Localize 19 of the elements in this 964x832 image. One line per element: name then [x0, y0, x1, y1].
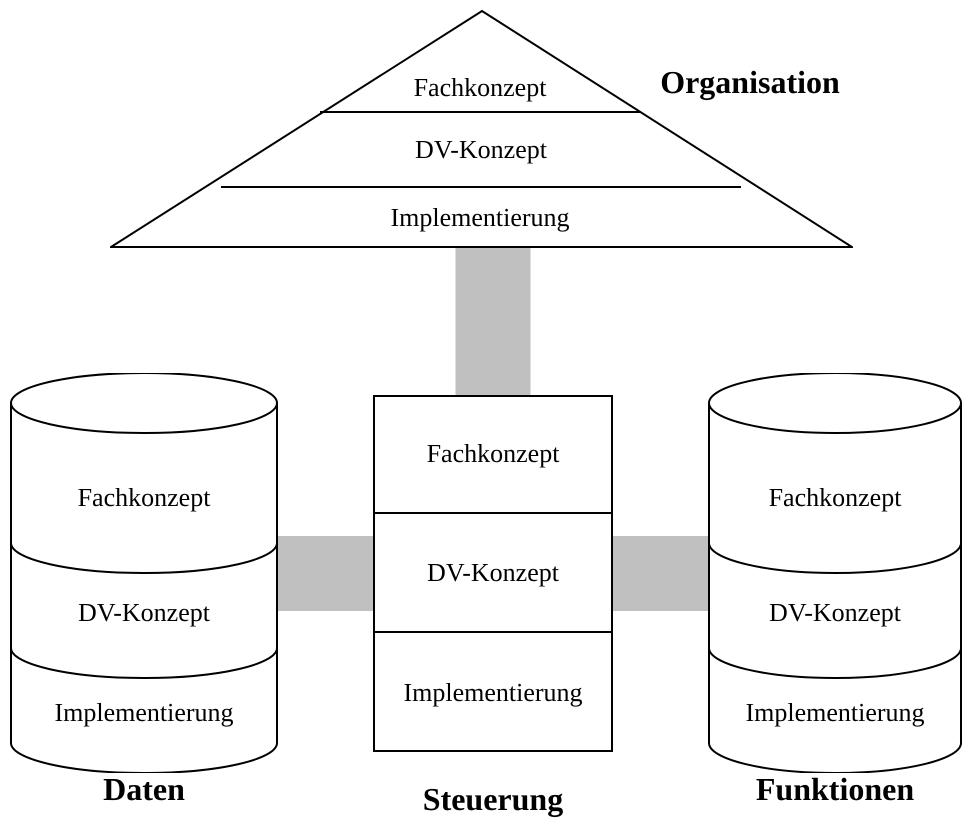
view-heading: Daten	[102, 770, 186, 809]
connector-bar	[278, 536, 373, 611]
layer-label: DV-Konzept	[415, 136, 547, 162]
layer-label: DV-Konzept	[769, 600, 901, 626]
layer-label: Implementierung	[390, 205, 570, 231]
layer-label: Fachkonzept	[768, 485, 902, 511]
layer-label: DV-Konzept	[427, 560, 559, 586]
view-heading: Funktionen	[754, 770, 916, 809]
view-heading: Steuerung	[422, 780, 564, 819]
connector-bar	[456, 248, 530, 395]
layer-label: Fachkonzept	[426, 440, 560, 466]
layer-label: Fachkonzept	[414, 75, 546, 101]
layer-label: Implementierung	[403, 680, 583, 706]
layer-label: DV-Konzept	[78, 600, 210, 626]
view-heading: Organisation	[659, 63, 841, 102]
connector-bar	[613, 536, 708, 611]
layer-label: Implementierung	[745, 700, 925, 726]
layer-label: Implementierung	[54, 700, 234, 726]
layer-label: Fachkonzept	[78, 485, 210, 511]
